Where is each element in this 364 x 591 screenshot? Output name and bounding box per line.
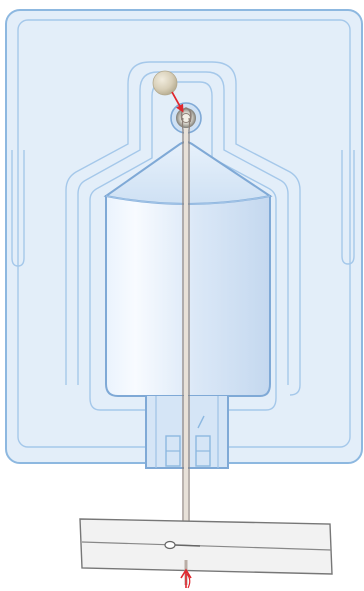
pin-shaft: [174, 544, 201, 547]
bottom-strip: [79, 518, 333, 575]
left-notch: [11, 150, 25, 267]
right-notch: [341, 150, 355, 265]
bottom-arrow-icon: [180, 568, 192, 588]
neck-inner: [155, 396, 219, 468]
cord-loop: [180, 107, 192, 123]
pin-head: [164, 540, 176, 550]
direction-arrow-icon: [171, 91, 184, 113]
contour-lines: [65, 61, 301, 411]
slot-tick: [197, 415, 205, 429]
bead-icon: [152, 70, 178, 96]
bottom-arrow-loop: [186, 573, 191, 589]
container: [103, 141, 273, 469]
cord-strand-left: [181, 117, 184, 560]
cord-strand-right: [188, 117, 191, 560]
cord: [180, 107, 192, 560]
strip-fold-line: [81, 541, 332, 551]
